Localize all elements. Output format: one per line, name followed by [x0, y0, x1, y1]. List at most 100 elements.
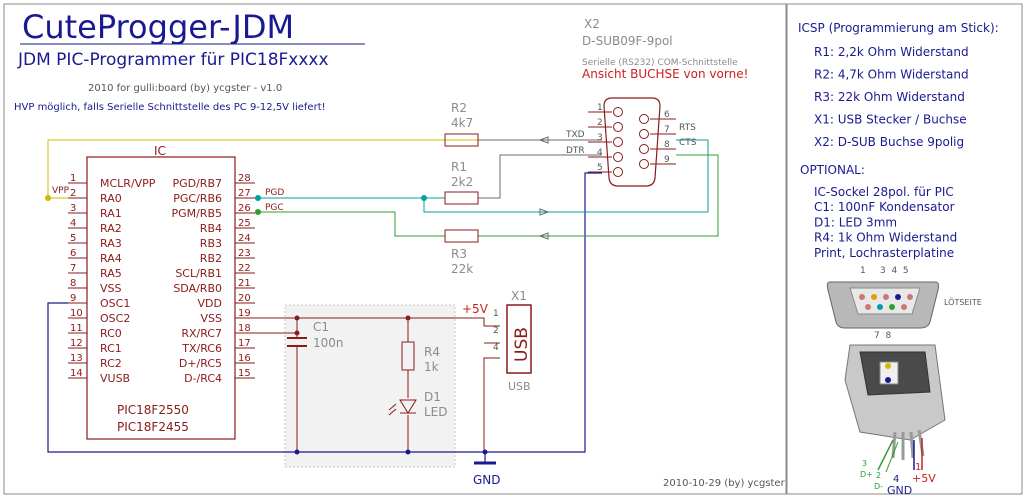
ic-pin-name: RA4 — [100, 252, 122, 265]
ic-pin-name: PGD/RB7 — [172, 177, 222, 190]
optional-list-item: C1: 100nF Kondensator — [814, 200, 955, 214]
ic-body — [86, 156, 236, 440]
r4-ref: R4 — [424, 345, 440, 359]
ic-pin-number: 17 — [238, 338, 251, 349]
x2-pin-number: 5 — [597, 163, 603, 173]
usb-pin1: 1 — [915, 462, 921, 473]
ic-pin-name: OSC1 — [100, 297, 130, 310]
ic-pin-name: SCL/RB1 — [175, 267, 222, 280]
ic-pin-number: 25 — [238, 218, 251, 229]
page-subtitle: JDM PIC-Programmer für PIC18Fxxxx — [17, 50, 329, 70]
ic-pin-number: 7 — [70, 263, 76, 274]
ic-pin-name: PGC/RB6 — [173, 192, 222, 205]
pgc-label: PGC — [265, 203, 284, 213]
r2-value: 4k7 — [451, 116, 473, 130]
r1-resistor — [444, 191, 479, 205]
ic-pin-name: OSC2 — [100, 312, 130, 325]
r2-ref: R2 — [451, 101, 467, 115]
r4-value: 1k — [424, 360, 439, 374]
ic-pin-name: TX/RC6 — [181, 342, 222, 355]
x2-pin-number: 7 — [664, 125, 670, 135]
usb-photo — [844, 344, 946, 473]
x2-pin-hole — [639, 129, 649, 139]
x2-pin-number: 9 — [664, 155, 670, 165]
x1-pin-1: 1 — [493, 309, 499, 319]
page-title: CuteProgger-JDM — [22, 8, 294, 46]
x2-note: Ansicht BUCHSE von vorne! — [582, 67, 748, 81]
icsp-list-item: R1: 2,2k Ohm Widerstand — [814, 45, 969, 59]
hvp-note: HVP möglich, falls Serielle Schnittstell… — [14, 102, 326, 113]
serial-wires — [478, 139, 602, 199]
usb-pin2-sig: D- — [874, 482, 883, 491]
gnd-junctions — [294, 449, 488, 455]
usb-pin2: 2 — [876, 471, 881, 480]
ic-pin-number: 28 — [238, 173, 251, 184]
credit-line: 2010 for gulli:board (by) ycgster - v1.0 — [88, 83, 282, 94]
ic-pin-number: 13 — [70, 353, 83, 364]
pgd-junction-2 — [421, 195, 427, 201]
ic-pin-name: RA0 — [100, 192, 122, 205]
ic-pin-number: 5 — [70, 233, 76, 244]
c1-ref: C1 — [313, 320, 329, 334]
x2-pin-hole — [613, 137, 623, 147]
ic-pin-number: 1 — [70, 173, 76, 184]
optional-list-item: D1: LED 3mm — [814, 215, 897, 229]
ic-pin-number: 8 — [70, 278, 76, 289]
vplus-wire — [255, 317, 500, 327]
r1-value: 2k2 — [451, 175, 473, 189]
ic-right-pins: 28PGD/RB727PGC/RB626PGM/RB525RB424RB323R… — [171, 173, 255, 385]
ic-pin-number: 26 — [238, 203, 251, 214]
ic-pin-number: 21 — [238, 278, 251, 289]
ic-pin-name: RC0 — [100, 327, 122, 340]
ic-pin-name: RB3 — [200, 237, 222, 250]
r2-resistor — [444, 133, 479, 147]
optional-list-item: Print, Lochrasterplatine — [814, 246, 954, 260]
ic-pin-name: SDA/RB0 — [173, 282, 222, 295]
usb-pin4: 4 — [893, 474, 899, 485]
x1-body-label: USB — [512, 327, 532, 362]
ic-pin-name: RX/RC7 — [181, 327, 222, 340]
wire-group — [255, 317, 500, 452]
ic-pin-name: RA1 — [100, 207, 122, 220]
dtr-label: DTR — [566, 146, 585, 156]
icsp-list-item: X1: USB Stecker / Buchse — [814, 113, 967, 127]
ic-pin-name: VUSB — [100, 372, 130, 385]
txd-label: TXD — [565, 130, 585, 140]
cts-label: CTS — [679, 138, 697, 148]
usb-pin3-sig: D+ — [860, 470, 873, 479]
ic-pin-number: 4 — [70, 218, 76, 229]
x2-pin-number: 2 — [597, 118, 603, 128]
x1-ref: X1 — [511, 289, 527, 303]
optional-list-item: R4: 1k Ohm Widerstand — [814, 231, 957, 245]
ic-pin-number: 2 — [70, 188, 76, 199]
usb-pin1-sig: +5V — [912, 472, 936, 485]
ic-pin-name: VSS — [100, 282, 122, 295]
x1-pin4-wire — [483, 357, 500, 452]
x2-body — [603, 97, 661, 187]
x2-pin-hole — [639, 114, 649, 124]
x2-pin-hole — [613, 122, 623, 132]
x1-label: USB — [508, 380, 531, 393]
ic-pin-number: 27 — [238, 188, 251, 199]
ic-pin-number: 11 — [70, 323, 83, 334]
ic-pin-name: RB2 — [200, 252, 222, 265]
r4-resistor — [401, 341, 415, 371]
x2-pin-hole — [613, 152, 623, 162]
ic-pin-name: VSS — [201, 312, 223, 325]
ic-pin-name: PGM/RB5 — [171, 207, 222, 220]
r1-ref: R1 — [451, 160, 467, 174]
ic-pin-name: VDD — [198, 297, 222, 310]
arrow-markers — [538, 136, 550, 240]
icsp-list-item: R2: 4,7k Ohm Widerstand — [814, 68, 969, 82]
ic-pin-name: RA2 — [100, 222, 122, 235]
x1-body — [506, 304, 532, 374]
ic-pin-number: 3 — [70, 203, 76, 214]
ic-pin-name: MCLR/VPP — [100, 177, 156, 190]
icsp-list-item: R3: 22k Ohm Widerstand — [814, 90, 965, 104]
usb-pin3: 3 — [862, 459, 867, 468]
